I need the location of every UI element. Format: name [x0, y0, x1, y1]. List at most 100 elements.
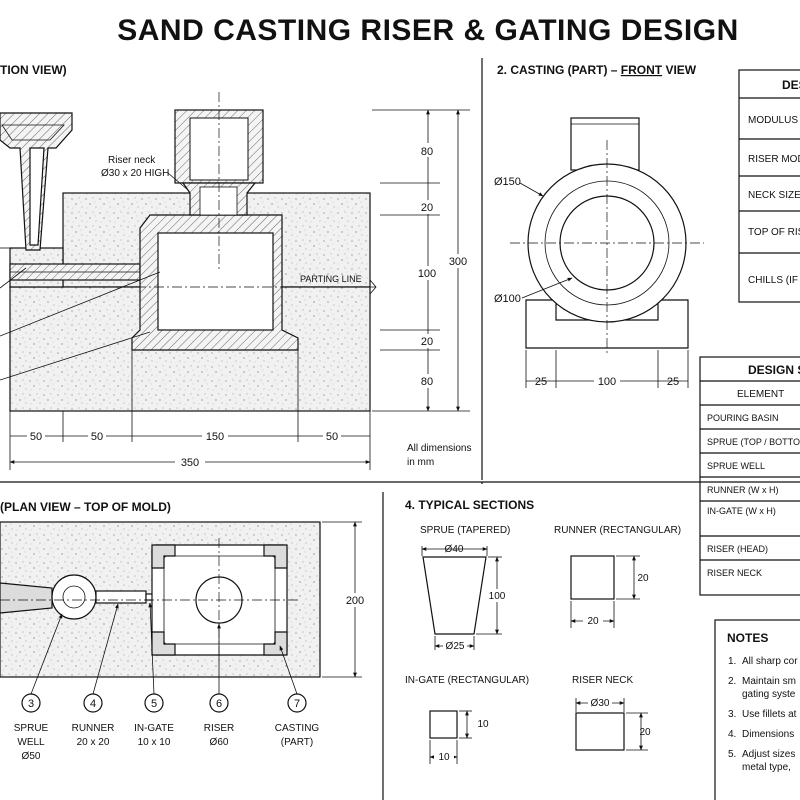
svg-text:Use fillets at: Use fillets at	[742, 709, 797, 720]
vertical-dimensions: 80 20 100 20 80 300	[372, 109, 472, 412]
svg-text:CASTING: CASTING	[275, 723, 320, 734]
dim-150: 150	[206, 431, 224, 443]
summary-row-sprue: SPRUE (TOP / BOTTO	[707, 437, 800, 447]
svg-text:1.: 1.	[728, 656, 736, 667]
horizontal-dimensions: 50 50 150 50 350	[9, 350, 371, 470]
section2-heading: 2. CASTING (PART) – FRONT VIEW	[497, 63, 697, 77]
page-title: SAND CASTING RISER & GATING DESIGN	[117, 14, 738, 47]
svg-text:RUNNER: RUNNER	[72, 723, 115, 734]
notes-heading: NOTES	[727, 631, 768, 645]
design-row-modulus: MODULUS (	[748, 115, 800, 126]
svg-text:5.: 5.	[728, 749, 736, 760]
design-table: DES MODULUS ( RISER MOD NECK SIZE TOP OF…	[738, 69, 800, 303]
units-note-line2: in mm	[407, 457, 434, 468]
design-row-neck-size: NECK SIZE	[748, 190, 800, 201]
notes-box: NOTES 1. All sharp cor 2. Maintain sm ga…	[714, 619, 800, 800]
panel-dividers	[0, 58, 800, 800]
dim-100: 100	[418, 268, 436, 280]
svg-text:Ø30: Ø30	[591, 698, 610, 709]
design-row-chills: CHILLS (IF	[748, 275, 798, 286]
svg-text:100: 100	[489, 591, 506, 602]
section-plan-view: (PLAN VIEW – TOP OF MOLD) 200	[0, 500, 369, 762]
svg-text:10: 10	[438, 752, 450, 763]
section-typical-sections: 4. TYPICAL SECTIONS SPRUE (TAPERED) Ø40 …	[405, 498, 681, 764]
ingate-section: IN-GATE (RECTANGULAR) 10 10	[405, 675, 529, 764]
svg-text:2.: 2.	[728, 676, 736, 687]
plan-pouring-basin	[0, 582, 53, 614]
callout-7-casting: 7 CASTING (PART)	[275, 693, 320, 748]
dim-50-a: 50	[30, 431, 42, 443]
svg-text:20: 20	[639, 727, 651, 738]
svg-text:IN-GATE (RECTANGULAR): IN-GATE (RECTANGULAR)	[405, 675, 529, 686]
dim-200: 200	[346, 595, 364, 607]
design-table-header: DES	[782, 78, 800, 92]
section-casting-front-view: 2. CASTING (PART) – FRONT VIEW Ø150 Ø100…	[494, 63, 704, 388]
svg-text:20 x 20: 20 x 20	[77, 737, 110, 748]
callout-6-riser: 6 RISER Ø60	[204, 693, 235, 748]
svg-text:WELL: WELL	[17, 737, 45, 748]
design-row-riser-mod: RISER MOD	[748, 154, 800, 165]
svg-text:7: 7	[294, 698, 300, 710]
svg-text:All sharp cor: All sharp cor	[742, 656, 798, 667]
dim-20-bottom: 20	[421, 336, 433, 348]
svg-text:3.: 3.	[728, 709, 736, 720]
svg-text:RUNNER (RECTANGULAR): RUNNER (RECTANGULAR)	[554, 525, 681, 536]
riser-neck-label: Riser neck	[108, 155, 156, 166]
dim-100-front: 100	[598, 376, 616, 388]
section3-heading: (PLAN VIEW – TOP OF MOLD)	[0, 500, 171, 514]
section4-heading: 4. TYPICAL SECTIONS	[405, 498, 534, 512]
summary-col-element: ELEMENT	[737, 389, 784, 400]
svg-text:RISER NECK: RISER NECK	[572, 675, 633, 686]
svg-text:RISER: RISER	[204, 723, 235, 734]
outer-dia-label: Ø150	[494, 176, 521, 188]
summary-row-sprue-well: SPRUE WELL	[707, 461, 765, 471]
svg-text:4.: 4.	[728, 729, 736, 740]
summary-row-pouring-basin: POURING BASIN	[707, 413, 779, 423]
svg-text:Adjust sizes: Adjust sizes	[742, 749, 795, 760]
svg-text:10 x 10: 10 x 10	[138, 737, 171, 748]
dim-80-bottom: 80	[421, 376, 433, 388]
callout-4-runner: 4 RUNNER 20 x 20	[72, 693, 115, 748]
riser-neck-size: Ø30 x 20 HIGH	[101, 168, 169, 179]
design-row-top-riser: TOP OF RIS	[748, 227, 800, 238]
svg-text:Ø50: Ø50	[22, 751, 41, 762]
dim-50-b: 50	[91, 431, 103, 443]
svg-text:Maintain sm: Maintain sm	[742, 676, 796, 687]
dim-50-c: 50	[326, 431, 338, 443]
summary-table: DESIGN SU ELEMENT POURING BASIN SPRUE (T…	[699, 356, 800, 596]
svg-text:SPRUE: SPRUE	[14, 723, 49, 734]
svg-text:Ø60: Ø60	[210, 737, 229, 748]
dim-300: 300	[449, 256, 467, 268]
dim-20-top: 20	[421, 202, 433, 214]
casting-top-boss	[570, 117, 640, 171]
section1-heading: TION VIEW)	[0, 63, 67, 77]
svg-text:5: 5	[151, 698, 157, 710]
svg-text:SPRUE (TAPERED): SPRUE (TAPERED)	[420, 525, 510, 536]
dim-350: 350	[181, 457, 199, 469]
summary-row-riser-neck: RISER NECK	[707, 568, 762, 578]
dim-80-top: 80	[421, 146, 433, 158]
runner-section: RUNNER (RECTANGULAR) 20 20	[554, 525, 681, 628]
summary-row-runner: RUNNER (W x H)	[707, 485, 779, 495]
section-elevation-view: TION VIEW) Riser neck Ø30 x 20 HIGH PART…	[0, 63, 472, 470]
svg-text:(PART): (PART)	[281, 737, 313, 748]
summary-row-ingate: IN-GATE (W x H)	[707, 506, 776, 516]
svg-text:4: 4	[90, 698, 96, 710]
sprue-section: SPRUE (TAPERED) Ø40 100 Ø25	[420, 525, 510, 652]
parting-line-label: PARTING LINE	[300, 274, 362, 284]
svg-text:3: 3	[28, 698, 34, 710]
svg-text:Ø40: Ø40	[445, 544, 464, 555]
riser-neck-section: RISER NECK Ø30 20	[572, 675, 651, 751]
svg-text:IN-GATE: IN-GATE	[134, 723, 174, 734]
svg-text:20: 20	[637, 573, 649, 584]
svg-text:Dimensions: Dimensions	[742, 729, 794, 740]
inner-dia-label: Ø100	[494, 293, 521, 305]
left-leaders	[0, 247, 161, 381]
callout-3-sprue-well: 3 SPRUE WELL Ø50	[14, 693, 49, 762]
callout-5-ingate: 5 IN-GATE 10 x 10	[134, 693, 174, 748]
summary-table-header: DESIGN SU	[748, 363, 800, 377]
dim-25-right: 25	[667, 376, 679, 388]
summary-row-riser-head: RISER (HEAD)	[707, 544, 768, 554]
plan-runner	[95, 590, 147, 604]
